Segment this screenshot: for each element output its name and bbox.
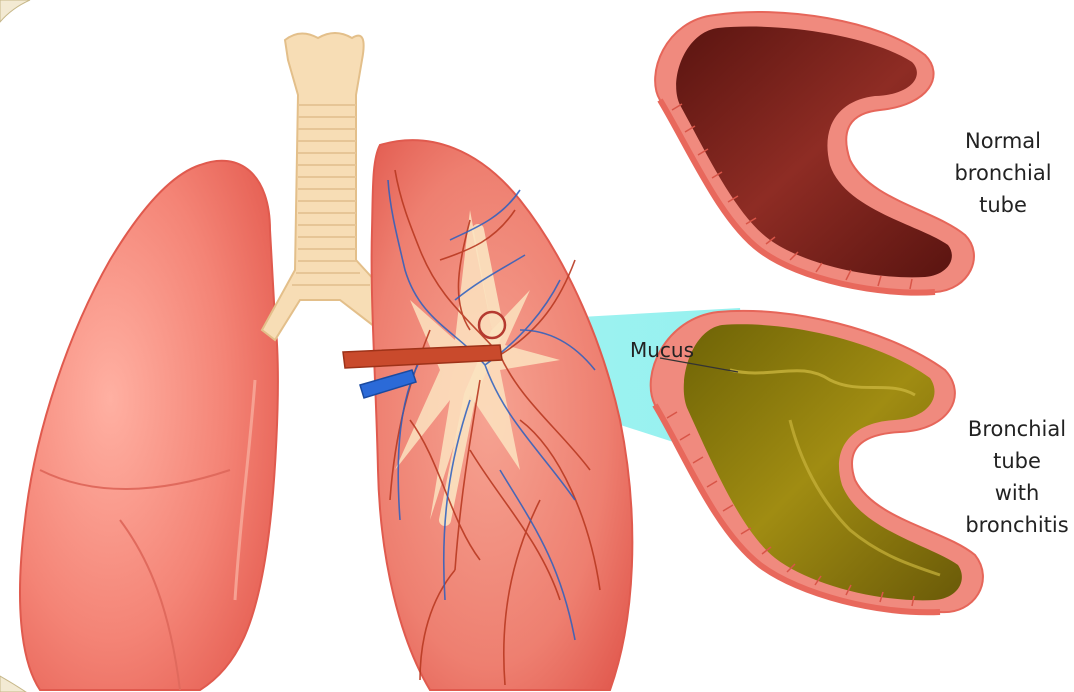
bronchitis-tube-label: Bronchial tube with bronchitis — [952, 413, 1074, 541]
normal-bronchial-tube — [655, 12, 974, 293]
left-lung — [20, 161, 278, 690]
mucus-label: Mucus — [630, 338, 694, 362]
normal-bronchial-tube-label: Normal bronchial tube — [948, 125, 1058, 221]
bronchitis-label-line-1: Bronchial — [952, 413, 1074, 445]
normal-label-line-2: bronchial — [948, 157, 1058, 189]
bronchitis-tube — [651, 311, 983, 612]
right-lung — [372, 140, 633, 690]
bronchitis-label-line-4: bronchitis — [952, 509, 1074, 541]
normal-label-line-3: tube — [948, 189, 1058, 221]
normal-label-line-1: Normal — [948, 125, 1058, 157]
bronchitis-label-line-2: tube — [952, 445, 1074, 477]
bronchitis-label-line-3: with — [952, 477, 1074, 509]
